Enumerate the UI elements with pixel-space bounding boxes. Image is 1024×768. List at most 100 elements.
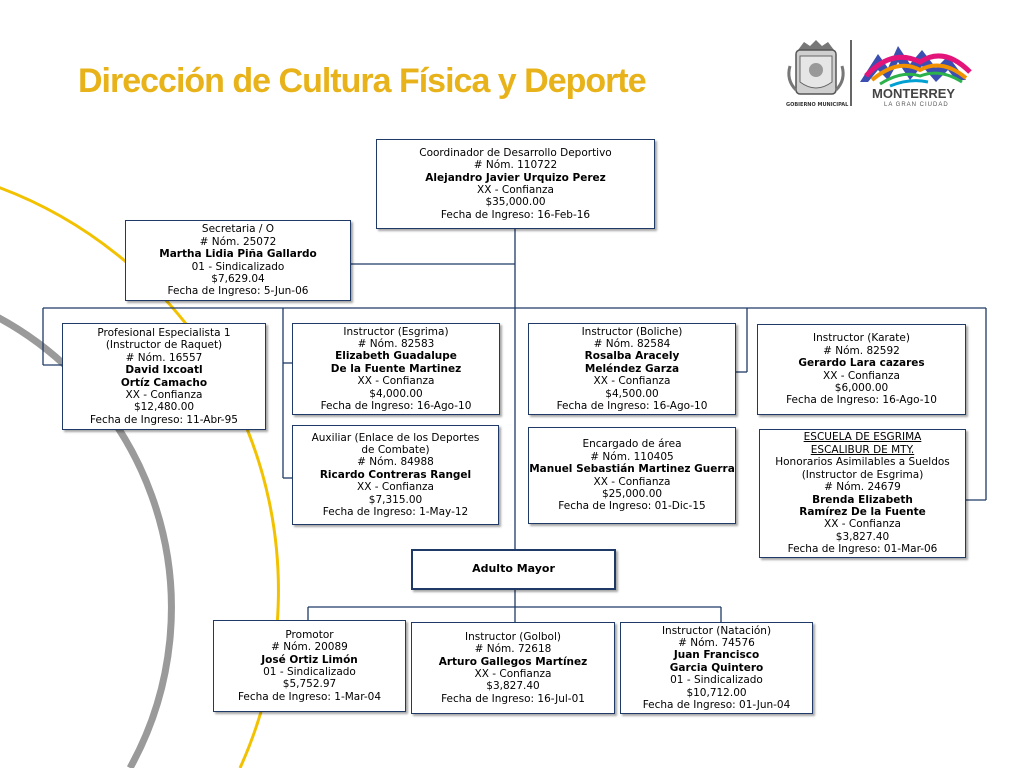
box-line: $3,827.40 bbox=[486, 680, 540, 693]
box-line: Alejandro Javier Urquizo Perez bbox=[425, 171, 606, 184]
box-line: # Nóm. 74576 bbox=[678, 636, 755, 649]
svg-text:GOBIERNO MUNICIPAL: GOBIERNO MUNICIPAL bbox=[786, 102, 849, 108]
box-line: Elizabeth Guadalupe bbox=[335, 350, 457, 363]
box-line: (Instructor de Raquet) bbox=[105, 339, 223, 352]
box-line: # Nóm. 16557 bbox=[125, 351, 203, 364]
box-line: Profesional Especialista 1 bbox=[97, 326, 231, 339]
box-line: $5,752.97 bbox=[282, 678, 337, 691]
box-line: de Combate) bbox=[361, 443, 430, 456]
box-line: $25,000.00 bbox=[601, 487, 663, 500]
box-line: XX - Confianza bbox=[824, 518, 901, 531]
box-line: Fecha de Ingreso: 16-Ago-10 bbox=[320, 400, 472, 413]
box-line: # Nóm. 72618 bbox=[474, 643, 552, 656]
box-line: Honorarios Asimilables a Sueldos bbox=[775, 456, 950, 469]
box-line: # Nóm. 110405 bbox=[590, 450, 674, 463]
box-line: XX - Confianza bbox=[823, 369, 900, 382]
box-line: Fecha de Ingreso: 01-Jun-04 bbox=[642, 699, 791, 712]
box-line: Juan Francisco bbox=[673, 649, 760, 662]
box-line: Fecha de Ingreso: 01-Mar-06 bbox=[787, 543, 938, 556]
box-line: Coordinador de Desarrollo Deportivo bbox=[419, 146, 612, 159]
box-line: Instructor (Natación) bbox=[661, 624, 772, 637]
box-line: # Nóm. 25072 bbox=[199, 235, 277, 248]
box-line: $12,480.00 bbox=[133, 401, 195, 414]
box-line: $35,000.00 bbox=[485, 196, 546, 209]
box-line: Auxiliar (Enlace de los Deportes bbox=[311, 431, 480, 444]
box-adulto-mayor: Adulto Mayor bbox=[411, 549, 616, 590]
box-line: Instructor (Golbol) bbox=[465, 630, 561, 643]
box-line: Fecha de Ingreso: 16-Ago-10 bbox=[786, 394, 937, 407]
box-line: XX - Confianza bbox=[593, 375, 671, 388]
box-line: Manuel Sebastián Martinez Guerra bbox=[529, 463, 735, 476]
box-line: 01 - Sindicalizado bbox=[670, 674, 763, 687]
box-line: Encargado de área bbox=[582, 438, 682, 451]
box-line: Instructor (Esgrima) bbox=[343, 325, 449, 338]
box-line: Fecha de Ingreso: 1-Mar-04 bbox=[237, 690, 382, 703]
box-profesional-especialista: Profesional Especialista 1(Instructor de… bbox=[62, 323, 266, 430]
box-line: XX - Confianza bbox=[477, 184, 554, 196]
box-line: XX - Confianza bbox=[357, 375, 435, 388]
logo-area: GOBIERNO MUNICIPAL MONTERREY LA GRAN CIU… bbox=[780, 36, 1000, 116]
box-coordinador: Coordinador de Desarrollo Deportivo# Nóm… bbox=[376, 139, 655, 229]
box-line: $7,629.04 bbox=[211, 272, 265, 285]
box-line: $4,500.00 bbox=[605, 387, 659, 400]
municipal-seal-icon: GOBIERNO MUNICIPAL bbox=[786, 40, 972, 108]
box-line: $3,827.40 bbox=[835, 530, 890, 543]
box-line: Brenda Elizabeth bbox=[812, 493, 913, 506]
box-line: Arturo Gallegos Martínez bbox=[438, 655, 588, 668]
box-line: David Ixcoatl bbox=[125, 364, 203, 377]
box-line: # Nóm. 20089 bbox=[271, 641, 348, 654]
box-line: Adulto Mayor bbox=[472, 562, 555, 576]
box-line: Fecha de Ingreso: 16-Jul-01 bbox=[441, 692, 585, 705]
page-title: Dirección de Cultura Física y Deporte bbox=[78, 62, 647, 100]
box-line: Instructor (Karate) bbox=[813, 332, 910, 345]
box-line: $4,000.00 bbox=[369, 387, 423, 400]
box-line: (Instructor de Esgrima) bbox=[801, 468, 924, 481]
logo-city-tagline: LA GRAN CIUDAD bbox=[884, 102, 949, 108]
box-line: # Nóm. 84988 bbox=[357, 456, 434, 469]
box-line: Meléndez Garza bbox=[584, 362, 680, 375]
box-line: Martha Lidia Piña Gallardo bbox=[159, 248, 317, 261]
box-line: # Nóm. 82592 bbox=[823, 344, 900, 357]
box-line: Fecha de Ingreso: 16-Ago-10 bbox=[556, 400, 708, 413]
box-line: $7,315.00 bbox=[368, 493, 423, 506]
box-line: $10,712.00 bbox=[686, 686, 747, 699]
box-line: Ricardo Contreras Rangel bbox=[319, 468, 472, 481]
box-line: Ortíz Camacho bbox=[120, 376, 208, 389]
box-line: # Nóm. 82583 bbox=[357, 337, 435, 350]
box-line: $6,000.00 bbox=[834, 381, 889, 394]
box-line: ESCALIBUR DE MTY. bbox=[810, 443, 915, 456]
box-line: Ramírez De la Fuente bbox=[799, 505, 926, 518]
box-line: XX - Confianza bbox=[125, 388, 203, 401]
box-line: Fecha de Ingreso: 5-Jun-06 bbox=[167, 285, 309, 298]
box-line: Rosalba Aracely bbox=[584, 350, 680, 363]
box-line: De la Fuente Martinez bbox=[330, 362, 462, 375]
box-line: # Nóm. 110722 bbox=[473, 159, 558, 172]
box-line: Secretaria / O bbox=[201, 223, 275, 236]
box-line: XX - Confianza bbox=[474, 668, 552, 680]
box-line: Fecha de Ingreso: 16-Feb-16 bbox=[440, 208, 591, 221]
box-line: XX - Confianza bbox=[357, 481, 434, 494]
box-line: Fecha de Ingreso: 1-May-12 bbox=[322, 506, 469, 519]
box-line: ESCUELA DE ESGRIMA bbox=[803, 431, 922, 444]
box-line: Garcia Quintero bbox=[669, 661, 764, 674]
box-line: Fecha de Ingreso: 11-Abr-95 bbox=[90, 413, 238, 426]
box-line: 01 - Sindicalizado bbox=[191, 260, 285, 273]
logo-city-name: MONTERREY bbox=[872, 86, 956, 101]
box-line: José Ortiz Limón bbox=[261, 653, 358, 666]
box-line: Fecha de Ingreso: 01-Dic-15 bbox=[558, 500, 706, 513]
box-line: 01 - Sindicalizado bbox=[263, 666, 356, 678]
box-line: XX - Confianza bbox=[593, 475, 671, 488]
box-line: Promotor bbox=[285, 628, 334, 641]
box-line: # Nóm. 24679 bbox=[824, 481, 901, 494]
